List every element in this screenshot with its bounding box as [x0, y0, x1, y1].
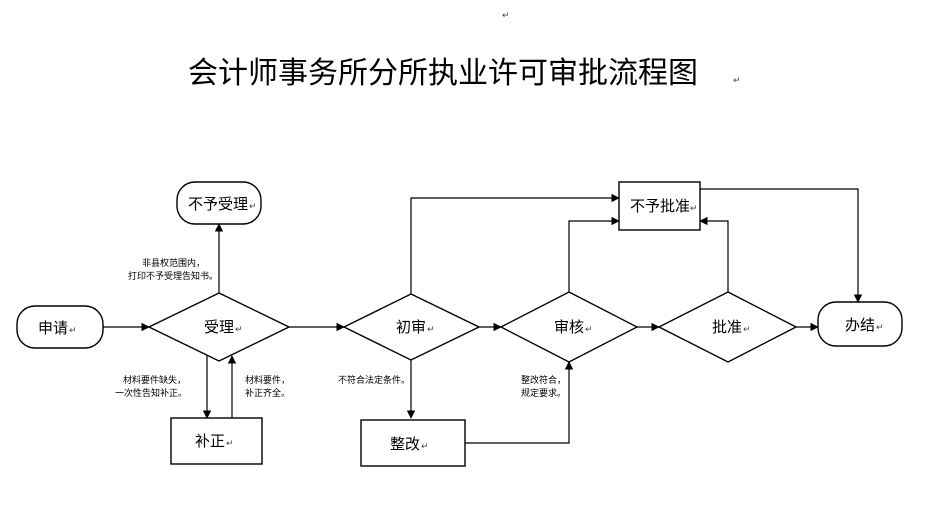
svg-text:↵: ↵ — [585, 325, 593, 335]
node-approve-label: 批准 — [712, 318, 742, 336]
node-audit: 审核 ↵ — [499, 291, 639, 363]
node-rectify-label: 整改 — [390, 435, 420, 453]
node-audit-label: 审核 — [554, 318, 584, 336]
node-reject-accept: 不予受理 ↵ — [176, 181, 262, 225]
node-apply: 申请 ↵ — [16, 305, 104, 349]
note-complete-line1: 材料要件， — [245, 374, 290, 386]
svg-text:↵: ↵ — [249, 202, 257, 212]
node-complete-label: 办结 — [845, 316, 875, 334]
note-missing-line2: 一次性告知补正。 — [115, 387, 187, 399]
node-initial-review-label: 初审 — [396, 318, 426, 336]
node-supplement-label: 补正 — [195, 432, 225, 450]
svg-text:↵: ↵ — [690, 204, 698, 214]
svg-text:↵: ↵ — [235, 325, 243, 335]
node-rectify: 整改 ↵ — [360, 419, 466, 467]
node-accept: 受理 ↵ — [147, 292, 291, 362]
note-out-of-scope-line2: 打印不予受理告知书。 — [128, 270, 218, 282]
page-title: 会计师事务所分所执业许可审批流程图 — [188, 56, 698, 91]
node-apply-label: 申请 — [38, 319, 68, 337]
svg-text:↵: ↵ — [876, 323, 884, 333]
edge-rectify-to-audit — [465, 361, 574, 444]
node-reject-approve-label: 不予批准 — [630, 197, 690, 215]
node-complete: 办结 ↵ — [817, 301, 903, 347]
note-nonconform: 不符合法定条件。 — [338, 374, 410, 386]
node-initial-review: 初审 ↵ — [342, 293, 481, 361]
svg-text:↵: ↵ — [69, 326, 77, 336]
node-accept-label: 受理 — [204, 318, 234, 336]
svg-text:↵: ↵ — [421, 442, 429, 452]
note-missing-line1: 材料要件缺失， — [123, 374, 186, 386]
edge-approve-to-reject-approve — [699, 216, 729, 292]
note-out-of-scope-line1: 非县权范围内， — [142, 257, 205, 269]
svg-text:↵: ↵ — [427, 325, 435, 335]
title-paragraph-mark: ↵ — [733, 76, 741, 86]
paragraph-mark: ↵ — [502, 11, 510, 21]
note-rectified-line2: 规定要求。 — [521, 387, 566, 399]
edge-initial-to-reject-approve — [410, 193, 620, 294]
node-reject-accept-label: 不予受理 — [188, 195, 248, 213]
node-supplement: 补正 ↵ — [170, 417, 263, 465]
node-approve: 批准 ↵ — [657, 291, 798, 363]
node-reject-approve: 不予批准 ↵ — [618, 181, 701, 231]
note-rectified-line1: 整改符合， — [521, 374, 566, 386]
edge-reject-approve-to-complete — [700, 188, 863, 303]
svg-text:↵: ↵ — [743, 325, 751, 335]
edge-audit-to-reject-approve — [568, 216, 620, 292]
note-complete-line2: 补正齐全。 — [245, 387, 290, 399]
svg-text:↵: ↵ — [226, 439, 234, 449]
